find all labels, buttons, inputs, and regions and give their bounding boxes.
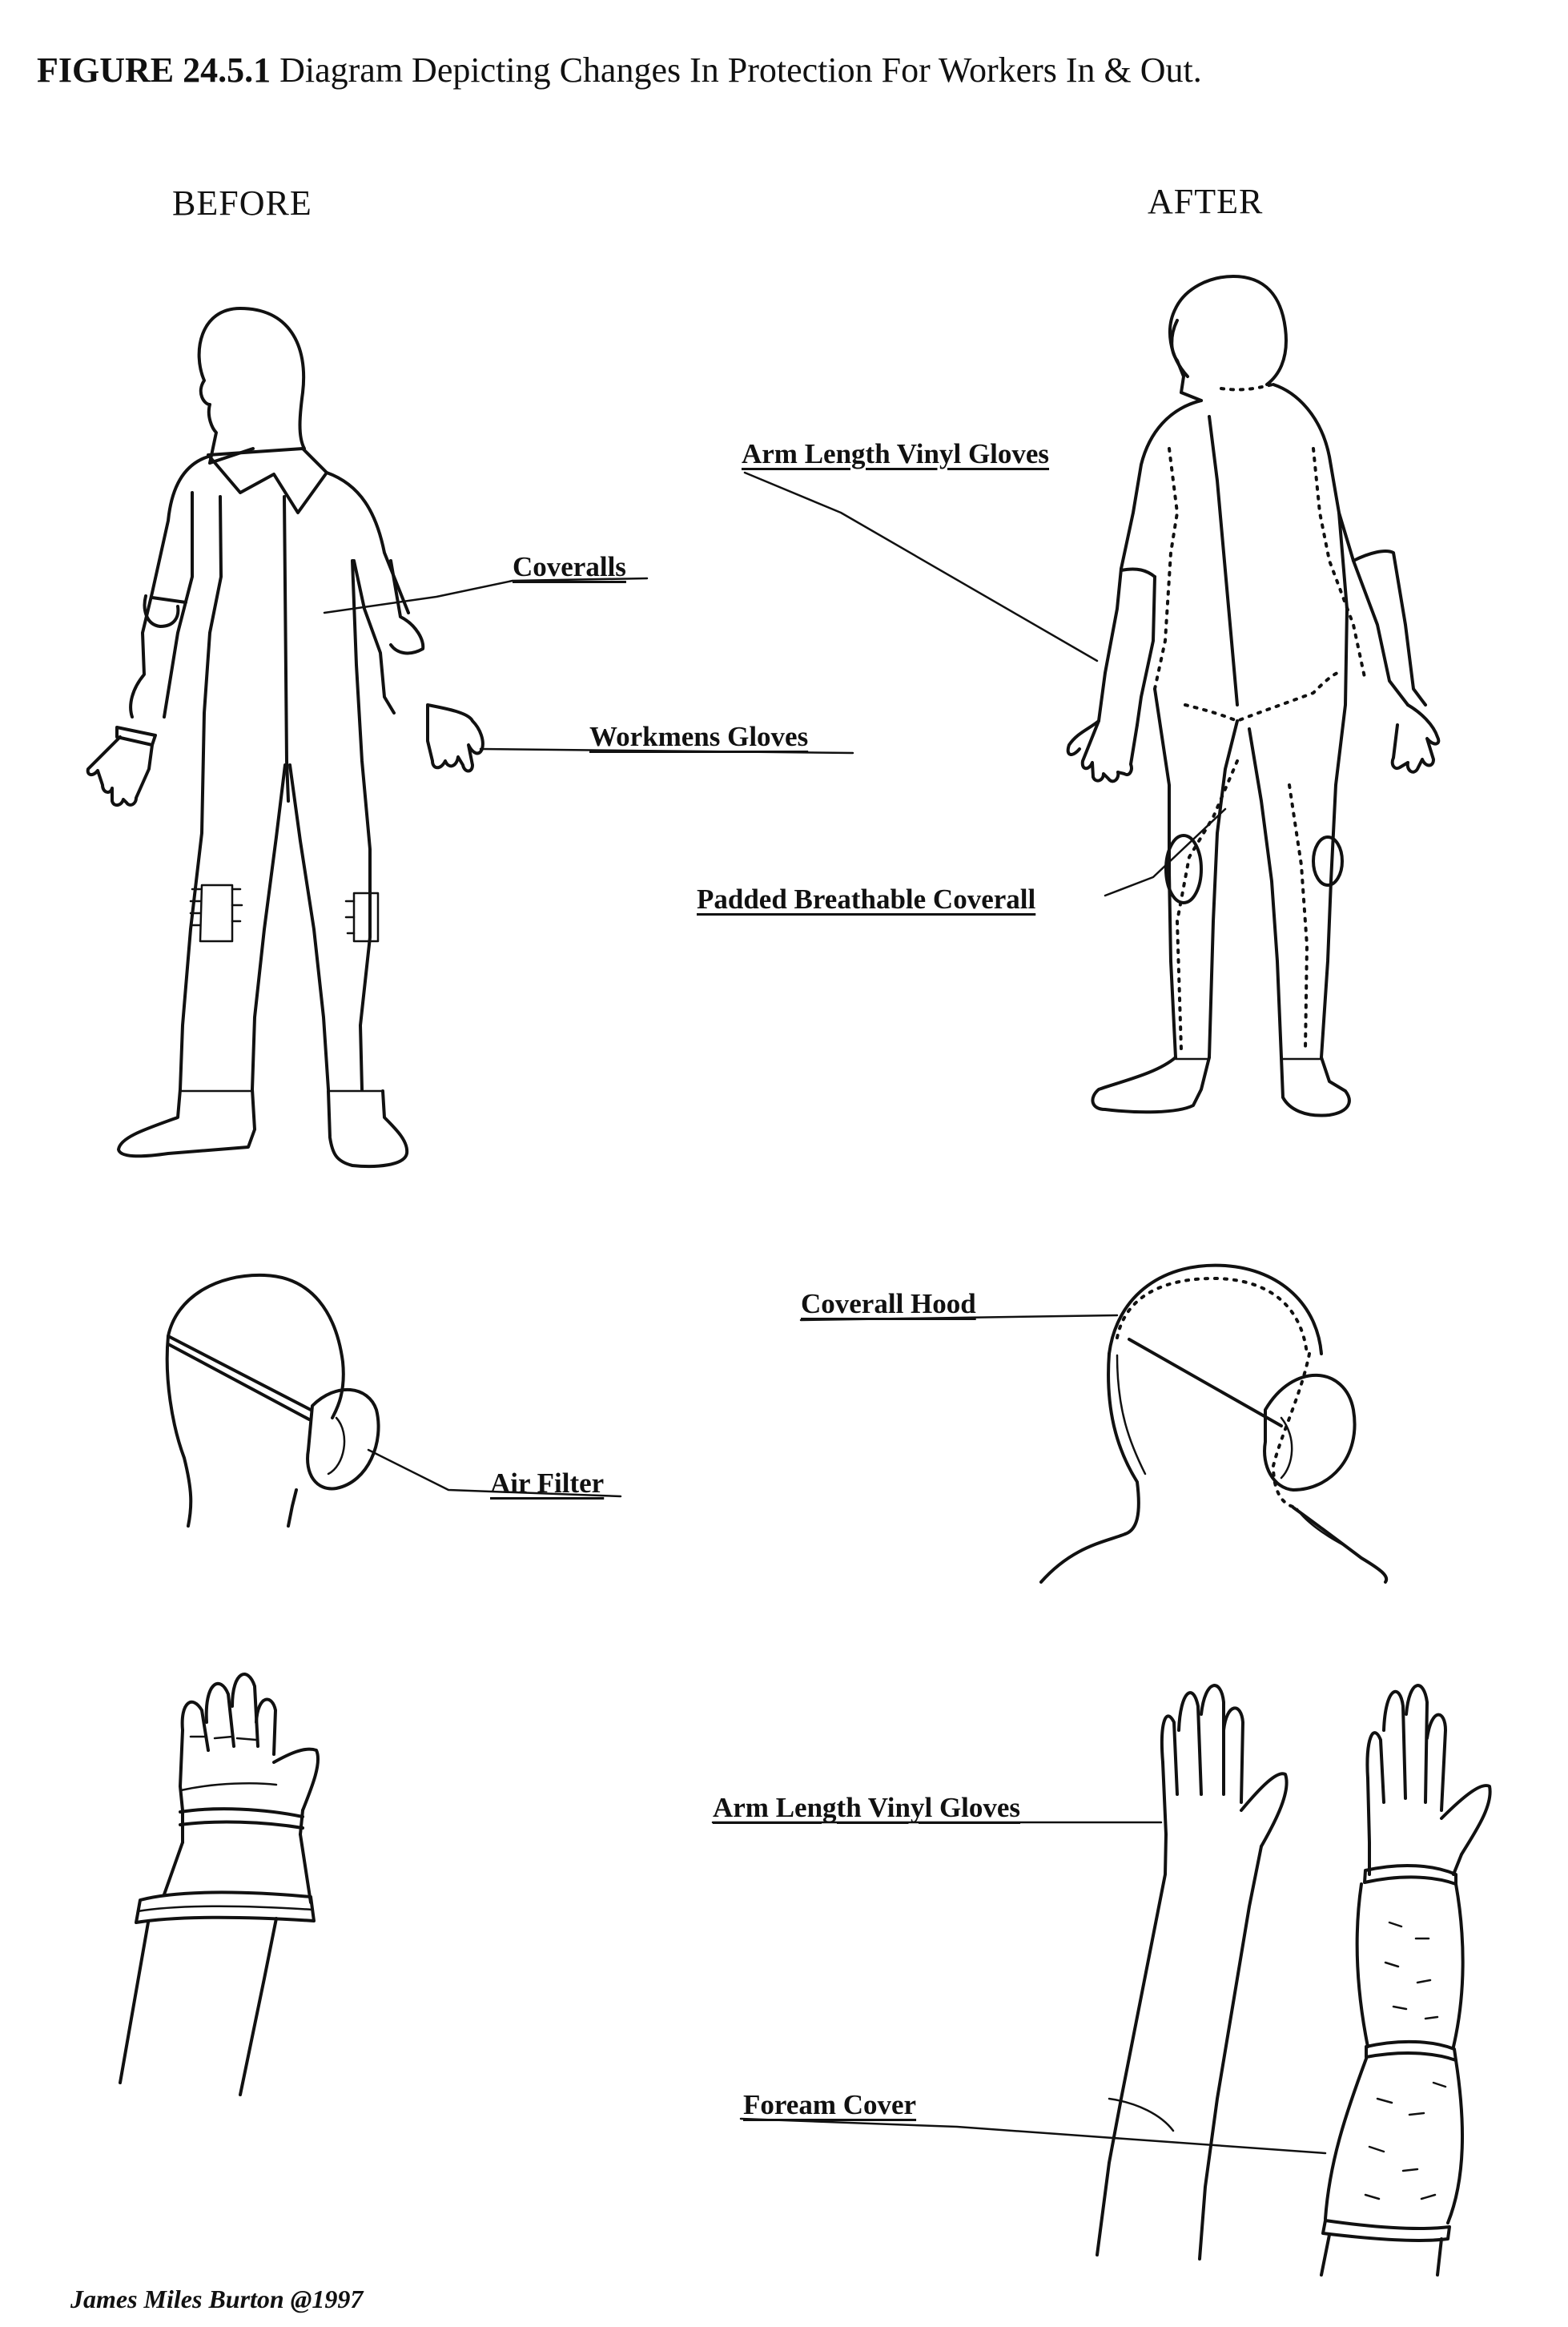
leader-foream-cover <box>739 2117 1327 2155</box>
label-padded-breathable-coverall: Padded Breathable Coverall <box>697 884 1036 915</box>
leader-arm-vinyl-top <box>743 471 1099 662</box>
author-credit: James Miles Burton @1997 <box>70 2285 364 2313</box>
heading-before: BEFORE <box>172 183 312 223</box>
leader-coverall-hood <box>799 1314 1119 1322</box>
figure-caption: Diagram Depicting Changes In Protection … <box>279 50 1202 90</box>
leader-padded-coverall <box>1104 807 1227 897</box>
before-head-mask <box>165 1273 380 1528</box>
label-coveralls: Coveralls <box>513 551 626 582</box>
leader-air-filter <box>367 1448 622 1498</box>
before-worker-figure <box>86 307 484 1169</box>
heading-after: AFTER <box>1148 182 1264 221</box>
after-worker-figure <box>1066 275 1441 1117</box>
label-air-filter: Air Filter <box>490 1467 605 1499</box>
label-arm-length-vinyl-gloves-bottom: Arm Length Vinyl Gloves <box>713 1792 1021 1823</box>
after-forearm-cover <box>1320 1684 1492 2277</box>
figure-number: FIGURE 24.5.1 <box>37 50 271 90</box>
after-arm-vinyl-glove <box>1096 1684 1289 2261</box>
label-workmens-gloves: Workmens Gloves <box>589 721 809 752</box>
figure-title: FIGURE 24.5.1 Diagram Depicting Changes … <box>37 50 1202 91</box>
label-coverall-hood: Coverall Hood <box>801 1288 976 1319</box>
after-head-hood <box>1039 1263 1389 1584</box>
leader-workmens-gloves <box>479 747 854 755</box>
label-leader-lines <box>323 471 1327 2155</box>
leader-coveralls <box>323 577 649 614</box>
before-hand-glove <box>119 1673 320 2096</box>
label-foream-cover: Foream Cover <box>743 2089 917 2120</box>
label-arm-length-vinyl-gloves-top: Arm Length Vinyl Gloves <box>742 438 1050 469</box>
